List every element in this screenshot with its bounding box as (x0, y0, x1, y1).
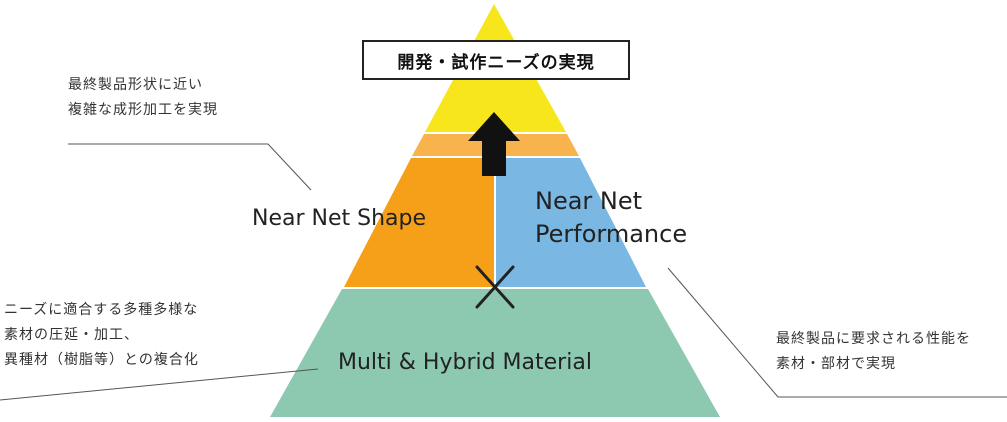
annotation-bottom-right-line-2: 素材・部材で実現 (776, 356, 896, 372)
near-net-performance-line-1: Near Net (535, 187, 643, 215)
leader-line-bottom-right (667, 267, 1007, 398)
multi-hybrid-material-label: Multi & Hybrid Material (338, 350, 592, 375)
annotation-bottom-left-line-1: ニーズに適合する多種多様な (4, 302, 199, 318)
annotation-bottom-left-line-2: 素材の圧延・加工、 (4, 327, 139, 343)
near-net-performance-line-2: Performance (535, 220, 688, 248)
near-net-performance-label: Near Net Performance (535, 185, 687, 251)
annotation-bottom-right: 最終製品に要求される性能を 素材・部材で実現 (776, 327, 971, 377)
cross-icon (475, 265, 515, 309)
title-box: 開発・試作ニーズの実現 (362, 40, 630, 80)
annotation-top-left-line-2: 複雑な成形加工を実現 (68, 102, 218, 118)
leader-line-top-left (68, 143, 312, 191)
annotation-bottom-left-line-3: 異種材（樹脂等）との複合化 (4, 352, 199, 368)
annotation-bottom-right-line-1: 最終製品に要求される性能を (776, 331, 971, 347)
pyramid-bottom-tier (270, 289, 720, 417)
pyramid-left-middle (344, 158, 494, 287)
up-arrow-icon (468, 112, 520, 176)
leader-line-bottom-left (0, 368, 319, 401)
pyramid-right-middle (496, 158, 646, 287)
near-net-shape-label: Near Net Shape (252, 206, 427, 231)
annotation-top-left: 最終製品形状に近い 複雑な成形加工を実現 (68, 73, 218, 123)
annotation-top-left-line-1: 最終製品形状に近い (68, 77, 203, 93)
annotation-bottom-left: ニーズに適合する多種多様な 素材の圧延・加工、 異種材（樹脂等）との複合化 (4, 298, 199, 373)
